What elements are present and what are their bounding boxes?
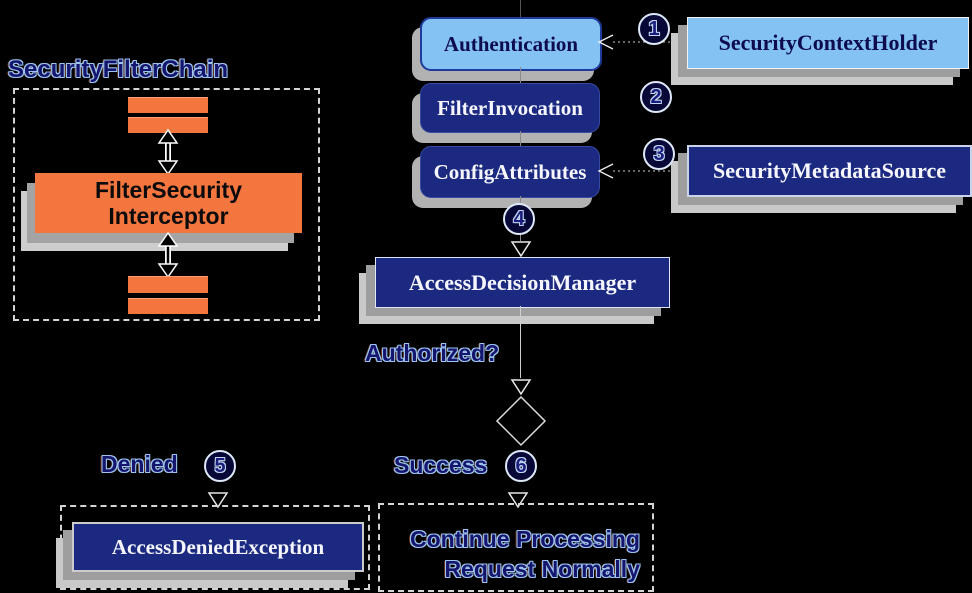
dotted-arrow-icon bbox=[597, 163, 689, 179]
success-branch-box bbox=[378, 503, 654, 592]
connector-adm-diamond bbox=[520, 306, 521, 378]
config-attributes-box: ConfigAttributes bbox=[420, 146, 600, 198]
filter-invocation-box: FilterInvocation bbox=[420, 83, 600, 133]
down-arrowhead-icon bbox=[207, 492, 229, 509]
success-label: Success bbox=[394, 452, 488, 478]
connector-top bbox=[520, 0, 521, 17]
security-filter-chain-box bbox=[13, 88, 320, 321]
double-arrow-icon bbox=[157, 128, 179, 176]
step-5-badge: 5 bbox=[204, 450, 236, 482]
security-context-holder-box: SecurityContextHolder bbox=[687, 17, 969, 69]
filter-security-interceptor-label: FilterSecurity Interceptor bbox=[95, 176, 242, 229]
connector-config-step4 bbox=[520, 196, 521, 204]
step-3-badge: 3 bbox=[643, 138, 675, 170]
denied-branch-box bbox=[60, 505, 370, 590]
access-decision-manager-box: AccessDecisionManager bbox=[375, 257, 670, 308]
access-denied-exception-box: AccessDeniedException bbox=[72, 522, 364, 572]
filter-bar-bottom-1 bbox=[128, 276, 208, 293]
authentication-box: Authentication bbox=[420, 17, 602, 71]
dotted-arrow-icon bbox=[597, 34, 689, 50]
down-arrowhead-icon bbox=[507, 492, 529, 509]
step-6-badge: 6 bbox=[505, 450, 537, 482]
step-4-badge: 4 bbox=[503, 203, 535, 235]
security-metadata-source-box: SecurityMetadataSource bbox=[687, 145, 972, 197]
connector-filterinv-config bbox=[520, 131, 521, 146]
filter-security-interceptor-box: FilterSecurity Interceptor bbox=[35, 173, 302, 233]
double-arrow-icon bbox=[157, 231, 179, 279]
down-arrowhead-icon bbox=[510, 241, 532, 258]
security-filter-chain-title: SecurityFilterChain bbox=[8, 56, 229, 83]
continue-processing-label: Continue Processing Request Normally bbox=[409, 526, 640, 582]
authorized-label: Authorized? bbox=[365, 340, 500, 366]
filter-bar-top-1 bbox=[128, 97, 208, 113]
down-arrowhead-icon bbox=[510, 379, 532, 396]
filter-bar-top-2 bbox=[128, 117, 208, 133]
connector-step4-arrow bbox=[520, 233, 521, 241]
step-2-badge: 2 bbox=[640, 81, 672, 113]
connector-auth-filterinv bbox=[520, 67, 521, 83]
step-1-badge: 1 bbox=[638, 13, 670, 45]
filter-bar-bottom-2 bbox=[128, 298, 208, 314]
denied-label: Denied bbox=[101, 451, 178, 477]
decision-diamond-icon bbox=[495, 395, 547, 447]
